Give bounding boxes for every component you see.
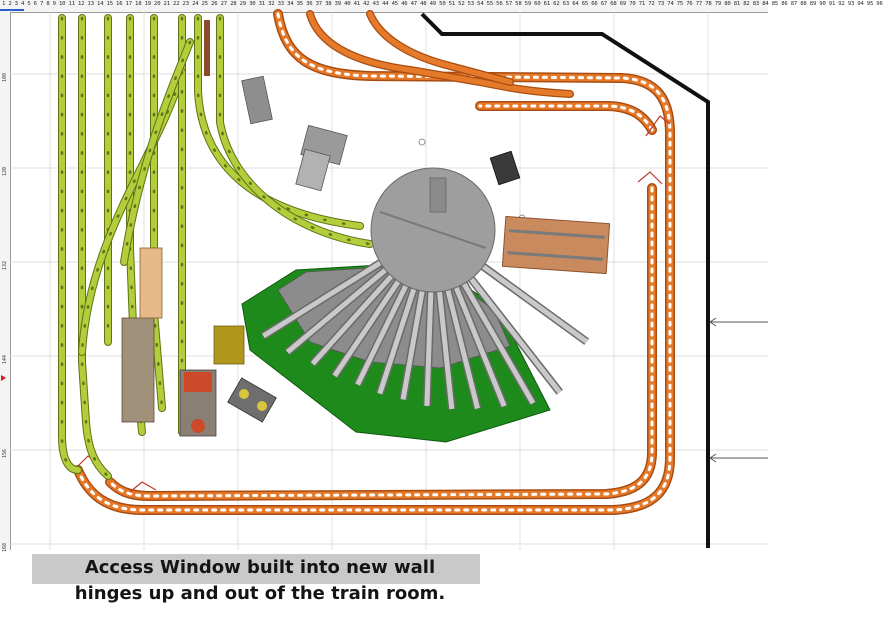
spoke-track [262,258,386,339]
spoke-track [355,281,410,386]
left-ruler-label: 108 [2,72,8,82]
left-ruler-label: 120 [2,166,8,176]
spoke-track [285,265,391,355]
spoke-track [400,286,426,400]
green-track [152,16,164,410]
spoke-track [436,287,455,410]
access-window-arrows [709,317,768,463]
caption-line-2: hinges up and out of the train room. [74,583,446,604]
spoke-track [332,276,403,378]
left-ruler: 108 120 132 144 156 168 [0,12,11,552]
green-track [218,16,372,246]
ruler-marker [0,9,24,11]
ruler-position-arrow-icon [1,375,6,381]
spoke-track [424,287,434,406]
spoke-track [478,262,589,344]
left-ruler-label: 144 [2,354,8,364]
room-wall [420,12,710,548]
green-track [79,15,185,355]
spoke-track [459,278,536,405]
yard-siding-car [204,20,210,76]
top-ruler: 1 2 3 4 5 6 7 8 9 10 11 12 13 14 15 16 1… [0,0,883,13]
engine-service-building [501,215,611,275]
top-ruler-numbers: 1 2 3 4 5 6 7 8 9 10 11 12 13 14 15 16 1… [2,1,883,7]
green-track [80,16,110,478]
spoke-track [444,285,480,410]
marker-circle [418,138,426,146]
left-ruler-label: 168 [2,542,8,552]
green-track [195,15,363,229]
structures [121,75,521,437]
caption-line-1: Access Window built into new wall [84,557,436,578]
turntable-spoke-tracks [261,257,590,410]
spoke-track [310,271,397,366]
green-track [60,16,80,472]
spoke-track [377,284,418,395]
turntable-bridge [379,211,487,249]
orange-mainline-track [73,9,675,515]
green-track [122,40,192,264]
spoke-track [466,274,562,394]
green-track [128,16,144,434]
spoke-track [452,282,507,408]
left-ruler-label: 156 [2,448,8,458]
green-yard-tracks [58,14,374,480]
track-plan-canvas [10,9,768,550]
left-ruler-label: 132 [2,260,8,270]
caption-box [32,554,480,584]
green-track [59,15,81,473]
turntable-operator-house [429,177,447,213]
